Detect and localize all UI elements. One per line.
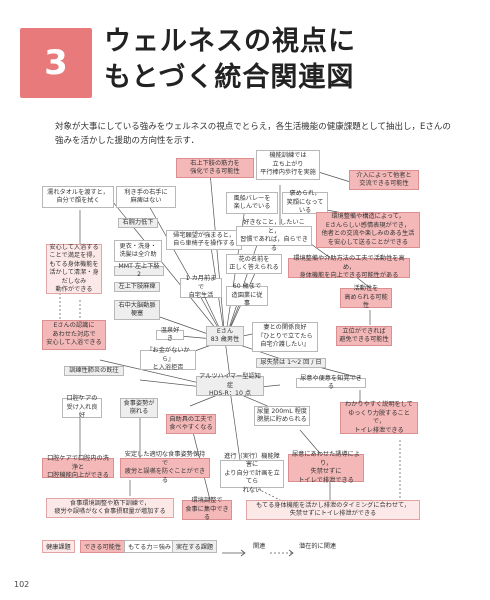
node-urine-sense: 尿意や便意を知覚できる	[296, 375, 366, 390]
node-patient: Eさん 83 歳男性	[206, 326, 244, 346]
node-training-fail: 訓練性肺炎の既往	[64, 366, 124, 376]
node-time-toilet: 尿意にあわせた誘導により， 失禁せずに トイレで排泄できる	[288, 451, 364, 484]
node-support-text: 安心して入浴する ことで満足を得， もてる身体機能を 活かして清潔・身だしなみ …	[46, 244, 102, 294]
node-wife: 妻との関係良好 『ひとりで立てたら 自宅介護したい』	[252, 322, 318, 352]
node-home-month: 1 カ月前まで 自宅生活	[180, 275, 222, 299]
node-left-paralysis: 左上下肢麻痺	[114, 282, 160, 292]
node-name-known: 花の名前を 正しく答えられる	[226, 254, 282, 274]
legend-related: 関連	[253, 543, 266, 550]
node-urine-amount: 尿量 200mL 程度 膀胱に貯められる	[254, 406, 310, 426]
node-body-func: もてる身体機能を活かし排泄のタイミングに合わせて， 失禁せずにトイレ排泄ができる	[246, 500, 420, 520]
node-wet-towel: 濡れタオルを渡すと， 自分で顔を拭く	[42, 186, 114, 208]
node-hot-spring: 温泉好き	[156, 327, 184, 342]
page-title: ウェルネスの視点に もとづく統合関連図	[104, 24, 356, 96]
node-money: 『お金がないから』 と入浴拒否	[140, 347, 196, 371]
node-env-adjust: 環境整備や構造によって， Eさんらしい感情表現ができ， 他者との交流や楽しみのあ…	[316, 212, 420, 248]
page-number: 102	[14, 580, 30, 589]
node-meal-assist: 食事姿勢が 崩れる	[120, 398, 158, 418]
node-oral-hygiene: 口腔ケアで口腔内の洗浄と 口腔機能向上ができる	[42, 455, 114, 479]
legend-potential: 潜在的に関連	[299, 543, 337, 550]
node-right-hand: 利き手の右手に 麻痺はない	[116, 186, 176, 208]
legend-strength: もてる力＝強み	[124, 540, 176, 553]
node-rehab: 機能訓練では 立ち上がり 平行棒内歩行を実施	[256, 150, 320, 180]
node-diet-possible: 安定した適切な食事姿勢保持で 疲労と誤嚥を防ぐことができる	[120, 451, 210, 484]
node-want-return: 帰宅願望が強まると， 自ら車椅子を操作する	[166, 230, 242, 250]
node-care-intervention: 介入によって他者と 交流できる可能性	[349, 170, 419, 190]
node-alz: アルツハイマー型認知症 HDS-R：10 点	[196, 373, 264, 397]
node-self-meal: 自助具の工夫で 食べやすくなる	[166, 414, 216, 434]
node-change-clothes: 更衣・洗身・ 洗髪は全介助	[114, 240, 162, 262]
node-upper-limb: 右上下肢の筋力を 強化できる可能性	[176, 158, 254, 178]
node-env-meal: 環境調整で 食事に集中できる	[182, 497, 232, 521]
node-volleyball: 風船バレーを 楽しんでいる	[226, 192, 278, 214]
node-praise: 褒められ， 笑顔になっている	[282, 190, 328, 214]
legend-existing-issue: 実在する課題	[172, 540, 218, 553]
section-number: 3	[20, 28, 92, 98]
node-job: 60 歳まで 造園業に従事	[226, 283, 268, 307]
intro-text: 対象が大事にしている強みをウェルネスの視点でとらえ，各生活機能の健康課題として抽…	[55, 122, 451, 146]
legend-health-issue: 健康課題	[42, 540, 75, 553]
node-can-stand: 活動性を 高められる可能性	[340, 285, 392, 309]
node-oral-care: 口腔ケアの 受け入れ良好	[62, 395, 102, 419]
node-mmt: MMT 左上下肢 2	[114, 263, 164, 278]
node-urine: 尿失禁は 1～2 回 / 日	[256, 358, 326, 368]
title-line-1: ウェルネスの視点に	[104, 26, 356, 57]
node-right-weak: 右腕力低下	[118, 218, 158, 228]
node-stand-walk: 立位ができれば 避免できる可能性	[336, 326, 392, 346]
node-meal-env: 食事環境調整や筋下訓練で， 疲労や誤嚥がなく食事摂取量が増加する	[46, 498, 174, 518]
node-brain-infarct: 右中大脳動脈 梗塞	[114, 300, 160, 320]
node-env-living: 環境整備や介助方法の工夫で活動性を高め， 身体機能を向上できる可能性がある	[288, 255, 410, 279]
node-regression: 進行（実行）機能障害に より自分で計画を立てら れない	[220, 453, 284, 494]
node-bath-safe: Eさんの認識に あわせた対応で 安心して入浴できる	[42, 320, 106, 350]
title-line-2: もとづく統合関連図	[104, 62, 355, 93]
legend-possibility: できる可能性	[80, 540, 126, 553]
node-explain: わかりやすく説明をして ゆっくり力脱することで， トイレ排泄できる	[340, 401, 418, 434]
node-likes: 好きなこと，したいこと， 習慣であれば，自らできる	[236, 219, 312, 252]
